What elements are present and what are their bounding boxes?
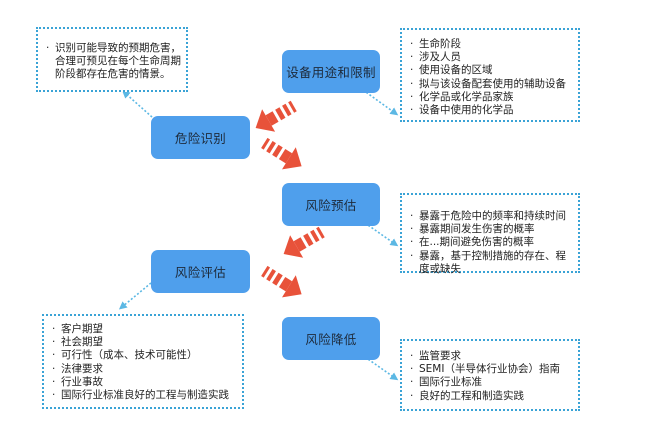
note-hazard-identification: 识别可能导致的预期危害，合理可预见在每个生命周期阶段都存在危害的情景。 (36, 27, 188, 92)
note-item: 使用设备的区域 (410, 64, 574, 77)
node-label: 设备用途和限制 (286, 65, 376, 80)
note-item: 行业事故 (52, 376, 238, 389)
note-item: 暴露于危险中的频率和持续时间 (410, 210, 574, 223)
note-item: 监管要求 (410, 350, 574, 363)
node-device-use: 设备用途和限制 (282, 50, 380, 93)
flow-arrow-hazard-to-estimation (261, 137, 302, 170)
note-item: 识别可能导致的预期危害，合理可预见在每个生命周期阶段都存在危害的情景。 (46, 42, 182, 82)
node-label: 风险评估 (174, 265, 227, 280)
node-hazard-identification: 危险识别 (151, 116, 250, 159)
note-item: 涉及人员 (410, 51, 574, 64)
node-risk-estimation: 风险预估 (282, 183, 380, 226)
note-item: 良好的工程和制造实践 (410, 390, 574, 403)
note-item: 暴露期间发生伤害的概率 (410, 223, 574, 236)
note-item: 可行性（成本、技术可能性） (52, 349, 238, 362)
note-item: 设备中使用的化学品 (410, 104, 574, 117)
flow-arrow-evaluation-to-reduction (261, 265, 302, 298)
note-item: SEMI（半导体行业协会）指南 (410, 363, 574, 376)
note-item: 法律要求 (52, 363, 238, 376)
connector-reduction-to-note (364, 356, 399, 381)
note-risk-reduction: 监管要求 SEMI（半导体行业协会）指南 国际行业标准 良好的工程和制造实践 (400, 339, 580, 411)
node-risk-evaluation: 风险评估 (151, 250, 250, 293)
note-device-use: 生命阶段 涉及人员 使用设备的区域 拟与该设备配套使用的辅助设备 化学品或化学品… (400, 28, 580, 122)
node-risk-reduction: 风险降低 (282, 317, 380, 360)
node-label: 风险预估 (305, 198, 357, 213)
note-item: 化学品或化学品家族 (410, 91, 574, 104)
connector-device-to-note (362, 89, 399, 116)
flow-arrow-device-to-hazard (255, 100, 297, 132)
node-label: 危险识别 (174, 131, 227, 146)
connector-evaluation-to-note (118, 282, 152, 310)
note-item: 客户期望 (52, 323, 238, 336)
flow-arrow-estimation-to-evaluation (283, 226, 325, 258)
note-item: 国际行业标准 (410, 376, 574, 389)
note-item: 社会期望 (52, 336, 238, 349)
note-risk-evaluation: 客户期望 社会期望 可行性（成本、技术可能性） 法律要求 行业事故 国际行业标准… (42, 314, 244, 409)
connector-estimation-to-note (364, 222, 399, 247)
note-item: 生命阶段 (410, 38, 574, 51)
connector-hazard-to-note (122, 90, 153, 118)
note-item: 国际行业标准良好的工程与制造实践 (52, 389, 238, 402)
note-item: 暴露，基于控制措施的存在、程度或缺失 (410, 250, 574, 276)
note-item: 拟与该设备配套使用的辅助设备 (410, 78, 574, 91)
note-risk-estimation: 暴露于危险中的频率和持续时间 暴露期间发生伤害的概率 在...期间避免伤害的概率… (400, 193, 580, 276)
node-label: 风险降低 (305, 332, 357, 347)
note-item: 在...期间避免伤害的概率 (410, 236, 574, 249)
